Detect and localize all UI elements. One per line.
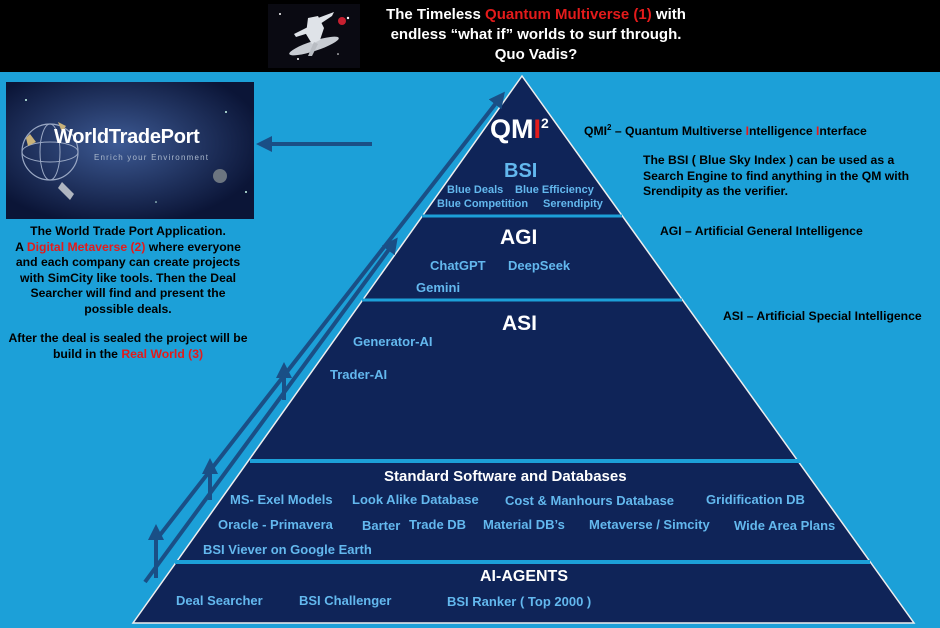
world-trade-port-logo: WorldTradePort Enrich your Environment xyxy=(6,82,254,219)
globe-icon xyxy=(6,82,254,219)
software-item: Cost & Manhours Database xyxy=(505,493,675,508)
asi-item: Generator-AI xyxy=(353,334,433,349)
qmi-title: QMI2 xyxy=(490,114,549,144)
software-item: Gridification DB xyxy=(706,492,805,507)
agi-item: DeepSeek xyxy=(508,258,571,273)
software-item: Look Alike Database xyxy=(352,492,479,507)
bsi-item: Blue Deals xyxy=(447,184,504,196)
agi-title: AGI xyxy=(500,226,538,249)
bsi-item: Blue Efficiency xyxy=(515,184,594,196)
silver-surfer-image xyxy=(268,4,360,68)
asi-item: Trader-AI xyxy=(330,367,388,382)
software-title: Standard Software and Databases xyxy=(384,468,627,485)
software-item: Material DB’s xyxy=(483,517,565,532)
left-paragraph-1: The World Trade Port Application. A Digi… xyxy=(15,224,241,316)
qmi-definition: QMI2 – Quantum Multiverse Intelligence I… xyxy=(584,123,867,139)
agent-item: BSI Ranker ( Top 2000 ) xyxy=(447,594,592,609)
agent-item: BSI Challenger xyxy=(299,593,392,608)
header-title: The Timeless Quantum Multiverse (1) with… xyxy=(386,6,686,63)
pyramid-dividers xyxy=(175,214,870,564)
agent-item: Deal Searcher xyxy=(176,593,263,608)
software-item: BSI Viever on Google Earth xyxy=(203,542,372,557)
left-description: The World Trade Port Application. A Digi… xyxy=(8,224,248,376)
bsi-title: BSI xyxy=(504,160,538,182)
bsi-item: Blue Competition xyxy=(437,198,529,210)
agi-definition: AGI – Artificial General Intelligence xyxy=(660,224,863,238)
flow-arrows xyxy=(143,91,505,584)
asi-title: ASI xyxy=(502,312,538,335)
bsi-item: Serendipity xyxy=(543,198,603,210)
software-item: Oracle - Primavera xyxy=(218,517,333,532)
bsi-definition: The BSI ( Blue Sky Index ) can be used a… xyxy=(643,153,910,198)
pyramid-shape xyxy=(131,74,916,624)
software-item: Wide Area Plans xyxy=(734,518,836,533)
asi-definition: ASI – Artificial Special Intelligence xyxy=(723,309,922,323)
software-item: Metaverse / Simcity xyxy=(589,517,710,532)
logo-name: WorldTradePort xyxy=(54,126,200,148)
header-bar: The Timeless Quantum Multiverse (1) with… xyxy=(0,0,940,72)
left-paragraph-2: After the deal is sealed the project wil… xyxy=(8,331,248,361)
agi-item: Gemini xyxy=(416,280,461,295)
surfer-illustration xyxy=(268,4,360,68)
logo-tagline: Enrich your Environment xyxy=(94,153,210,162)
agi-item: ChatGPT xyxy=(430,258,486,273)
software-item: MS- Exel Models xyxy=(230,492,333,507)
software-item: Barter xyxy=(362,518,401,533)
software-item: Trade DB xyxy=(409,517,467,532)
agents-title: AI-AGENTS xyxy=(480,568,568,585)
